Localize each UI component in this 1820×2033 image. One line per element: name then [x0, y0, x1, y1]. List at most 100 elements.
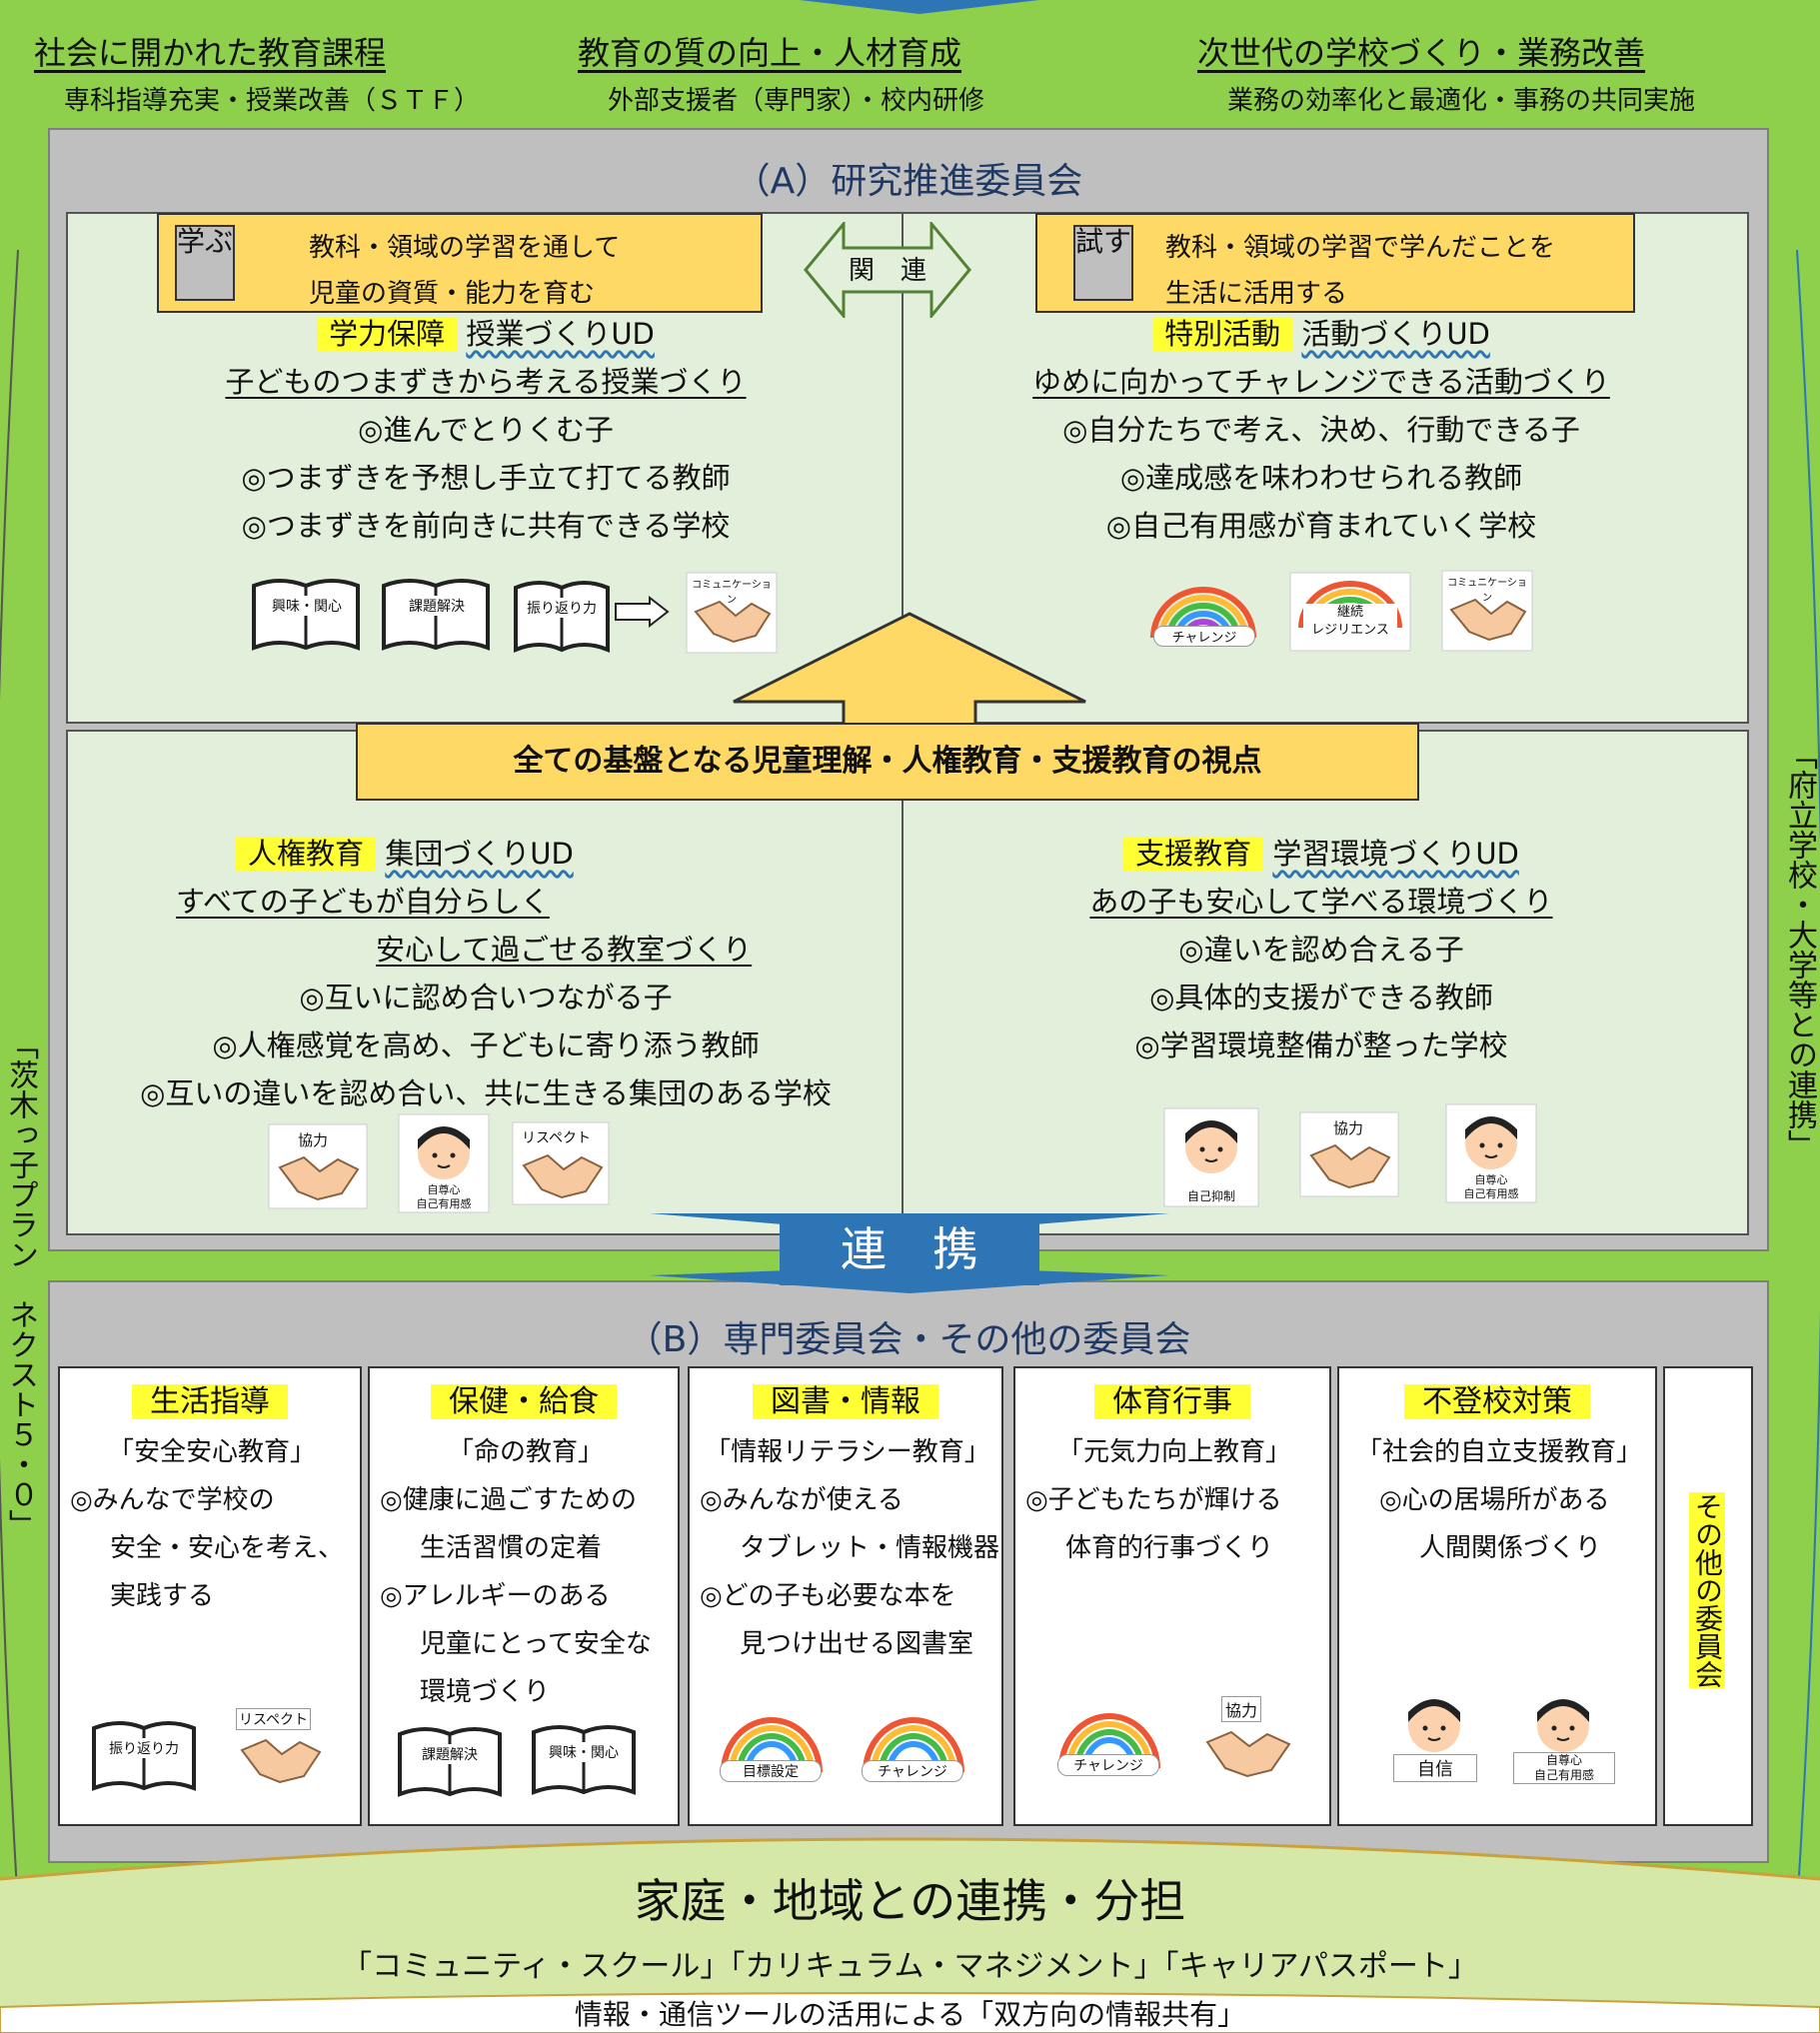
col-2-line: 生活習慣の定着 [394, 1533, 603, 1563]
q2-line-1: ゆめに向かってチャレンジできる活動づくり [1032, 365, 1610, 399]
book-icon: 課題解決 [380, 574, 492, 656]
link-label: 連 携 [841, 1222, 978, 1276]
col-2-title: 保健・給食 [431, 1384, 617, 1419]
book-icon: 興味・関心 [250, 574, 362, 656]
q2-text: 特別活動 活動づくりUD ゆめに向かってチャレンジできる活動づくり ◎自分たちで… [900, 310, 1743, 550]
q3-line-2: 安心して過ごせる教室づくり [376, 933, 753, 967]
tamesu-line-1: 教科・領域の学習で学んだことを [1165, 233, 1556, 263]
rainbow-icon: チャレンジ [858, 1708, 969, 1788]
col-tosho: 図書・情報 「情報リテラシー教育」 ◎みんなが使える タブレット・情報機器 ◎ど… [688, 1366, 1003, 1826]
foundation-box: 全ての基盤となる児童理解・人権教育・支援教育の視点 [356, 723, 1419, 801]
side-left-label: 「茨木っ子プラン ネクスト５・０」 [3, 1029, 38, 1539]
footer-line-2: 情報・通信ツールの活用による「双方向の情報共有」 [574, 1998, 1246, 2031]
col-3-line: ◎みんなが使える [700, 1485, 904, 1515]
header-title-2: 教育の質の向上・人材育成 [578, 34, 962, 72]
q4-line-2: ◎違いを認め合える子 [1178, 933, 1464, 967]
side-arcs [0, 250, 1820, 1909]
col-5-line: ◎心の居場所がある [1379, 1485, 1610, 1515]
col-5-line: 人間関係づくり [1393, 1533, 1602, 1563]
q1-subheading: 授業づくりUD [466, 317, 655, 351]
footer-title: 家庭・地域との連携・分担 [634, 1874, 1186, 1928]
tamesu-line-2: 生活に活用する [1165, 279, 1348, 309]
manabu-line-2: 児童の資質・能力を育む [309, 279, 596, 309]
manabu-box: 学ぶ 教科・領域の学習を通して 児童の資質・能力を育む [157, 213, 763, 313]
q2-line-3: ◎達成感を味わわせられる教師 [1119, 461, 1523, 495]
col-other: その他の委員会 [1663, 1366, 1753, 1826]
q2-line-2: ◎自分たちで考え、決め、行動できる子 [1062, 413, 1580, 447]
tamesu-tag: 試す [1073, 225, 1133, 301]
tamesu-box: 試す 教科・領域の学習で学んだことを 生活に活用する [1035, 213, 1635, 313]
child-face-icon: 自尊心自己有用感 [398, 1113, 490, 1217]
handshake-icon: コミュニケーション [1441, 570, 1533, 656]
q4-subheading: 学習環境づくりUD [1272, 837, 1519, 871]
q1-line-1: 子どものつまずきから考える授業づくり [225, 365, 747, 399]
q3-line-1: すべての子どもが自分らしく [176, 885, 550, 919]
col-1-line: ◎みんなで学校の [70, 1485, 275, 1515]
book-icon: 課題解決 [396, 1722, 504, 1802]
col-4-line: 体育的行事づくり [1039, 1533, 1274, 1563]
col-2-line: 「命の教育」 [447, 1437, 604, 1467]
col-3-title: 図書・情報 [753, 1384, 938, 1419]
q4-line-1: あの子も安心して学べる環境づくり [1089, 885, 1553, 919]
q1-heading: 学力保障 [317, 317, 458, 351]
book-icon: 興味・関心 [530, 1720, 638, 1800]
relation-arrow [804, 222, 971, 318]
rainbow-icon: 目標設定 [716, 1708, 828, 1788]
q1-line-4: ◎つまずきを前向きに共有できる学校 [241, 509, 731, 543]
q2-line-4: ◎自己有用感が育まれていく学校 [1105, 509, 1537, 543]
col-3-line: 見つけ出せる図書室 [714, 1629, 974, 1659]
col-5-title: 不登校対策 [1404, 1384, 1590, 1419]
q3-subheading: 集団づくりUD [385, 837, 574, 871]
book-icon: 振り返り力 [512, 576, 612, 658]
header-sub-2: 外部支援者（専門家）・校内研修 [608, 86, 985, 116]
top-arrow-tip [800, 0, 1039, 14]
q3-line-4: ◎人権感覚を高め、子どもに寄り添う教師 [212, 1028, 760, 1062]
side-right-label: 「府立学校・大学等との連携」 [1782, 740, 1817, 1159]
col-3-line: 「情報リテラシー教育」 [705, 1437, 990, 1467]
col-2-line: ◎健康に過ごすための [380, 1485, 637, 1515]
handshake-icon: 協力 [1195, 1694, 1299, 1790]
header-sub-1: 専科指導充実・授業改善（ＳＴＦ） [64, 86, 481, 116]
handshake-icon: リスペクト [230, 1706, 330, 1796]
handshake-icon: コミュニケーション [686, 572, 778, 658]
col-4-line: 「元気力向上教育」 [1056, 1437, 1291, 1467]
child-face-icon: 自尊心自己有用感 [1445, 1103, 1537, 1207]
col-futoko: 不登校対策 「社会的自立支援教育」 ◎心の居場所がある 人間関係づくり 自信 自… [1337, 1366, 1657, 1826]
rainbow-icon: 継続レジリエンス [1289, 572, 1411, 656]
header-title-1: 社会に開かれた教育課程 [34, 34, 387, 72]
q4-line-4: ◎学習環境整備が整った学校 [1134, 1028, 1508, 1062]
col-2-line: 児童にとって安全な [394, 1629, 652, 1659]
link-arrow [650, 1213, 1169, 1293]
up-arrow [733, 612, 1086, 730]
other-committee-label: その他の委員会 [1689, 1492, 1725, 1688]
q2-heading: 特別活動 [1152, 317, 1293, 351]
q4-heading: 支援教育 [1123, 837, 1264, 871]
col-1-line: 実践する [84, 1581, 215, 1611]
col-2-line: ◎アレルギーのある [380, 1581, 611, 1611]
q4-line-3: ◎具体的支援ができる教師 [1149, 981, 1493, 1015]
col-seikatsu: 生活指導 「安全安心教育」 ◎みんなで学校の 安全・安心を考え、 実践する 振り… [58, 1366, 362, 1826]
relation-label: 関 連 [848, 256, 926, 286]
header-title-3: 次世代の学校づくり・業務改善 [1197, 34, 1646, 72]
book-icon: 振り返り力 [90, 1716, 198, 1796]
col-2-line: 環境づくり [394, 1677, 551, 1707]
col-3-line: タブレット・情報機器 [714, 1533, 1000, 1563]
col-1-line: 安全・安心を考え、 [84, 1533, 345, 1563]
header-sub-3: 業務の効率化と最適化・事務の共同実施 [1227, 86, 1696, 116]
col-taiiku: 体育行事 「元気力向上教育」 ◎子どもたちが輝ける 体育的行事づくり チャレンジ… [1013, 1366, 1331, 1826]
q4-text: 支援教育 学習環境づくりUD あの子も安心して学べる環境づくり ◎違いを認め合え… [900, 830, 1743, 1069]
q3-heading: 人権教育 [236, 837, 377, 871]
q3-line-5: ◎互いの違いを認め合い、共に生きる集団のある学校 [140, 1076, 832, 1110]
col-3-line: ◎どの子も必要な本を [700, 1581, 956, 1611]
handshake-icon: 協力 [268, 1123, 368, 1213]
q1-line-3: ◎つまずきを予想し手立て打てる教師 [241, 461, 731, 495]
committee-b-title: （B）専門委員会・その他の委員会 [626, 1319, 1191, 1360]
q1-line-2: ◎進んでとりくむ子 [358, 413, 614, 447]
rainbow-icon: チャレンジ [1143, 578, 1263, 658]
rainbow-icon: チャレンジ [1053, 1704, 1165, 1784]
footer-line-1: 「コミュニティ・スクール」「カリキュラム・マネジメント」「キャリアパスポート」 [342, 1949, 1478, 1984]
child-face-icon: 自己抑制 [1163, 1107, 1259, 1211]
col-5-line: 「社会的自立支援教育」 [1355, 1437, 1642, 1467]
col-4-line: ◎子どもたちが輝ける [1025, 1485, 1282, 1515]
q3-line-3: ◎互いに認め合いつながる子 [299, 981, 673, 1015]
